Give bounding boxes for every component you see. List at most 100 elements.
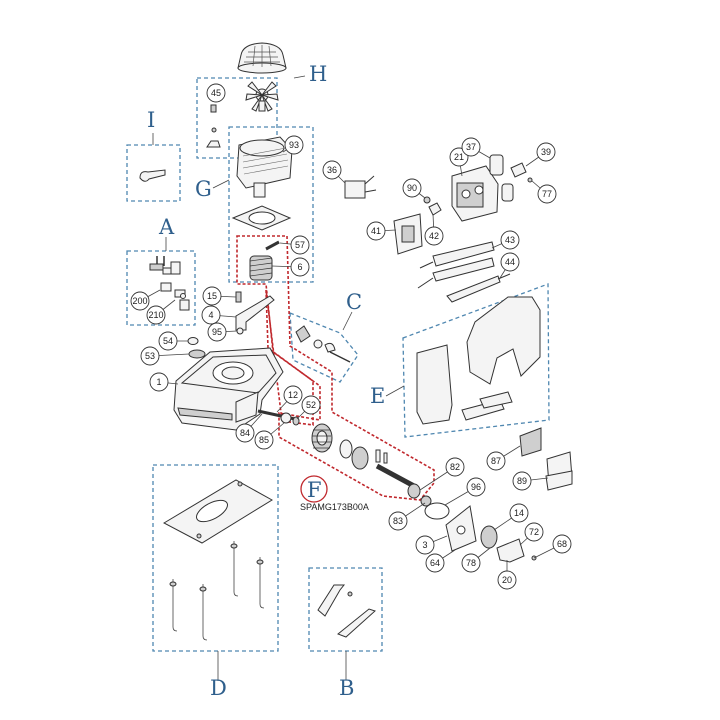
callout-circle-83 [388,511,408,531]
group-label-h: H [309,62,327,86]
cover-e [416,296,541,425]
kit-f-outline [236,235,435,501]
callout-number-90: 90 [407,183,417,193]
callout-number-84: 84 [240,428,250,438]
callout-circle-53 [140,346,160,366]
callout-circle-1 [149,372,169,392]
callout-circle-72 [524,522,544,542]
callout-circle-14 [509,503,529,523]
callout-number-57: 57 [295,240,305,250]
callout-number-87: 87 [491,456,501,466]
output-shaft-parts [257,409,300,426]
callout-circle-82 [445,457,465,477]
callout-number-1: 1 [156,377,161,387]
group-label-i: I [147,108,155,132]
callout-number-41: 41 [371,226,381,236]
callout-circle-78 [461,553,481,573]
callout-circle-89 [512,471,532,491]
callout-number-83: 83 [393,516,403,526]
cable-43 [417,241,495,289]
callout-number-93: 93 [289,140,299,150]
callout-circle-87 [486,451,506,471]
callout-circle-12 [283,385,303,405]
anchor-bolts [169,541,265,641]
group-c-parts [295,325,351,363]
control-board-21 [451,165,499,222]
group-label-d: D [210,676,227,700]
callout-circle-54 [158,331,178,351]
capacitor-37 [489,154,514,202]
group-label-b: B [339,676,354,700]
fan-cover [237,42,287,74]
part-39 [510,162,533,183]
group-box-g [228,126,314,283]
callout-number-89: 89 [517,476,527,486]
motor-93 [236,136,293,198]
callout-circle-68 [552,534,572,554]
group-label-g: G [195,177,212,201]
group-box-a [126,250,196,326]
callout-circle-42 [424,226,444,246]
callout-number-3: 3 [422,540,427,550]
parts-87-89 [519,427,573,491]
callout-number-78: 78 [466,558,476,568]
callout-circle-43 [500,230,520,250]
group-box-c [289,312,359,383]
callout-number-64: 64 [430,558,440,568]
pin-57 [265,240,280,251]
callout-number-54: 54 [163,336,173,346]
light-44 [446,273,511,303]
callout-number-37: 37 [466,142,476,152]
kit-f-circle [300,475,328,503]
callout-circle-95 [207,322,227,342]
group-a-parts [149,256,190,311]
release-key [139,169,166,182]
callout-number-96: 96 [471,482,481,492]
part-45 [206,104,221,148]
callout-number-12: 12 [288,390,298,400]
fan-rotor [245,81,279,112]
callout-circle-57 [290,235,310,255]
callout-circle-45 [206,83,226,103]
callout-circle-96 [466,477,486,497]
group-box-i [126,144,181,202]
callout-circle-93 [284,135,304,155]
callout-number-21: 21 [454,152,464,162]
callout-number-52: 52 [306,400,316,410]
callout-number-39: 39 [541,147,551,157]
callout-number-20: 20 [502,575,512,585]
callout-number-6: 6 [297,262,302,272]
gasket-plate [231,205,292,231]
callout-number-68: 68 [557,539,567,549]
callout-circle-36 [322,160,342,180]
callout-circle-64 [425,553,445,573]
callout-circle-4 [201,305,221,325]
group-box-b [308,567,383,652]
callout-circle-6 [290,257,310,277]
foundation-plate [162,479,273,544]
group-box-e [402,283,550,438]
worm-gear-6 [249,255,273,281]
group-label-a: A [158,215,175,239]
callout-circle-85 [254,430,274,450]
group-label-e: E [370,384,385,408]
callout-number-4: 4 [208,310,213,320]
callout-number-200: 200 [132,296,147,306]
callout-number-53: 53 [145,351,155,361]
kit-code: SPAMG173B00A [300,502,369,512]
gearbox-housing-1 [173,347,284,431]
callout-circle-15 [202,286,222,306]
transformer-36 [344,175,377,199]
group-label-c: C [346,290,362,314]
gear-kit-f-parts [311,423,421,499]
callout-circle-77 [537,184,557,204]
callout-circle-20 [497,570,517,590]
callout-number-42: 42 [429,231,439,241]
group-box-d [152,464,279,652]
callout-circle-41 [366,221,386,241]
callout-number-45: 45 [211,88,221,98]
callout-number-44: 44 [505,257,515,267]
callout-number-72: 72 [529,527,539,537]
callout-number-85: 85 [259,435,269,445]
bracket-41 [393,213,423,255]
